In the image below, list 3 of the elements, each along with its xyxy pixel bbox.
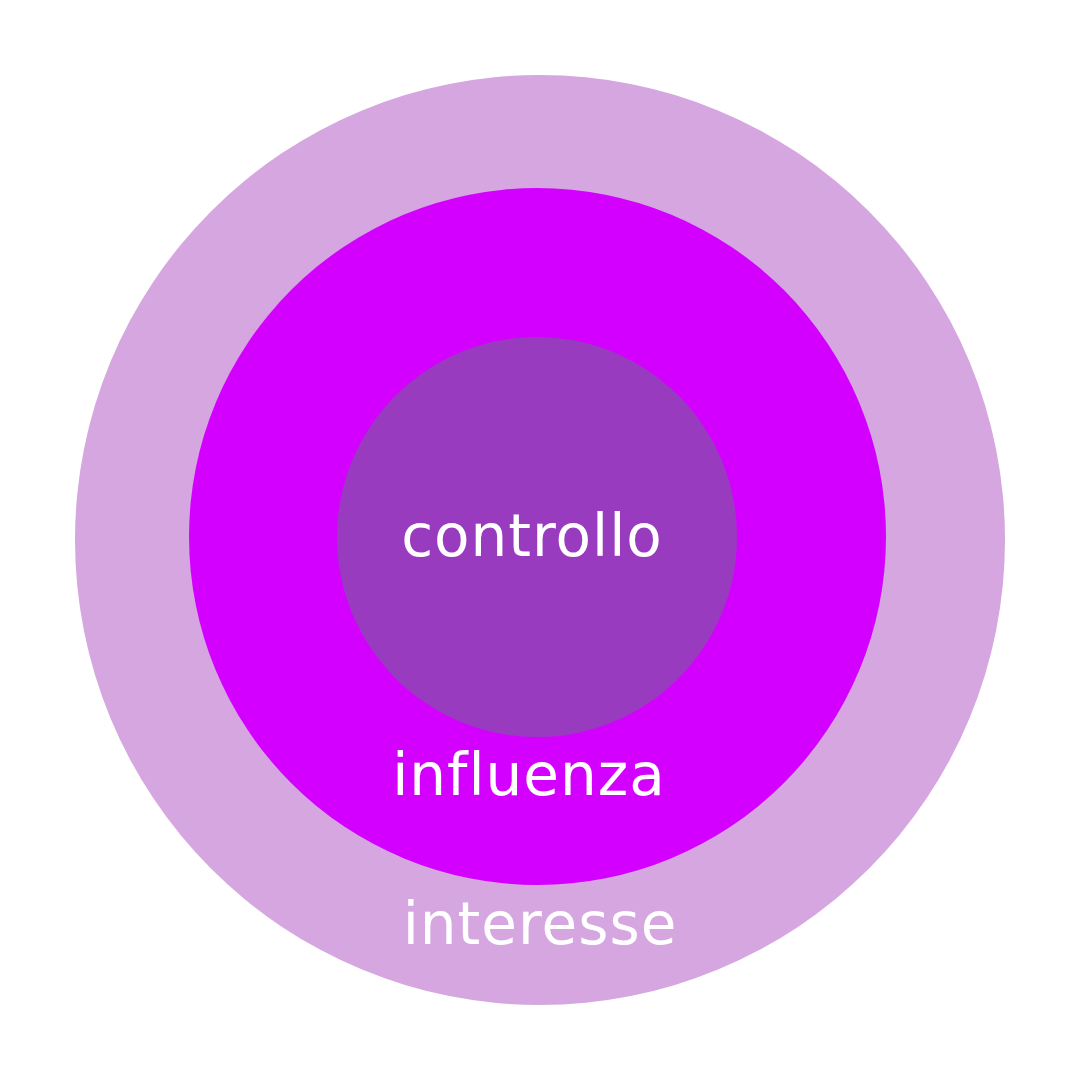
circle-label: controllo	[401, 505, 663, 569]
circle-label: interesse	[402, 893, 678, 957]
circle-label: influenza	[392, 744, 666, 808]
